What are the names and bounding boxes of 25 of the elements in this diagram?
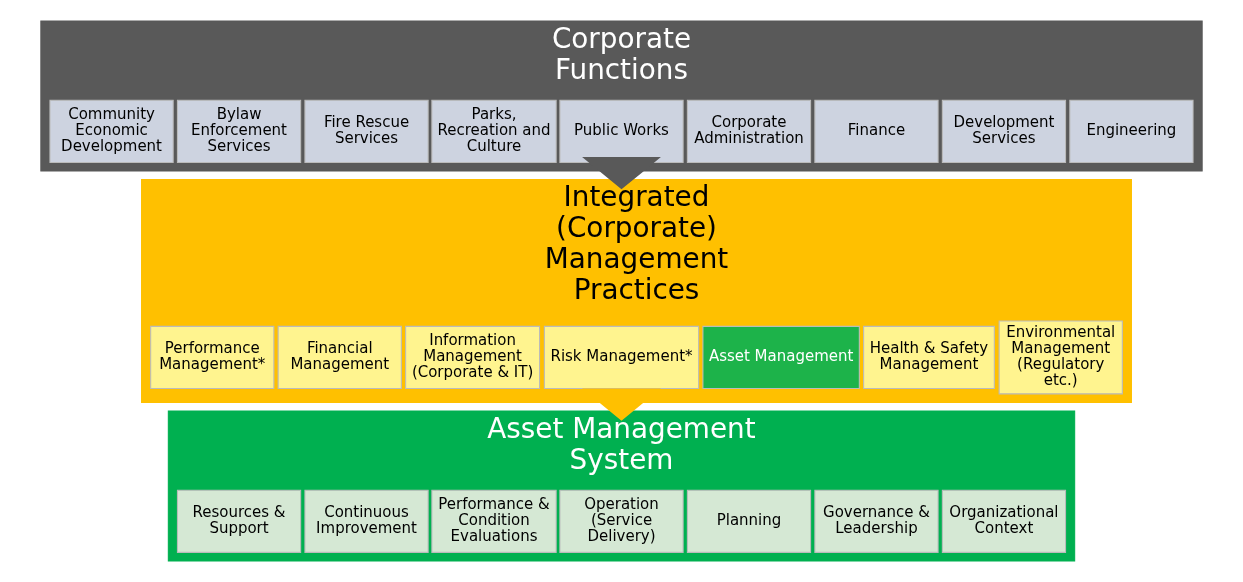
arrow [582, 157, 661, 190]
node-box: Performance & Condition Evaluations [431, 489, 557, 553]
node-box: Development Services [941, 99, 1067, 163]
node-box: Resources & Support [176, 489, 302, 553]
node-box: Community Economic Development [49, 99, 174, 163]
node-box: Operation (Service Delivery) [559, 489, 684, 553]
node-box: Governance & Leadership [814, 489, 939, 553]
node-box: Engineering [1069, 99, 1194, 163]
node-box: Public Works [559, 99, 684, 163]
node-box: Asset Management [702, 325, 860, 390]
node-box: Bylaw Enforcement Services [176, 99, 302, 163]
arrow [582, 388, 661, 421]
node-box: Environmental Management (Regulatory etc.) [998, 320, 1123, 395]
node-box: Performance Management* [150, 325, 275, 390]
node-box: Health & Safety Management [863, 325, 995, 390]
node-box: Parks, Recreation and Culture [431, 99, 557, 163]
node-box: Finance [814, 99, 939, 163]
node-box: Continuous Improvement [304, 489, 429, 553]
node-box: Corporate Administration [686, 99, 812, 163]
node-box: Risk Management* [543, 325, 700, 390]
node-box: Planning [686, 489, 812, 553]
node-box: Organizational Context [941, 489, 1067, 553]
node-box: Fire Rescue Services [304, 99, 429, 163]
node-box: Financial Management [277, 325, 402, 390]
node-box: Information Management (Corporate & IT) [405, 325, 541, 390]
